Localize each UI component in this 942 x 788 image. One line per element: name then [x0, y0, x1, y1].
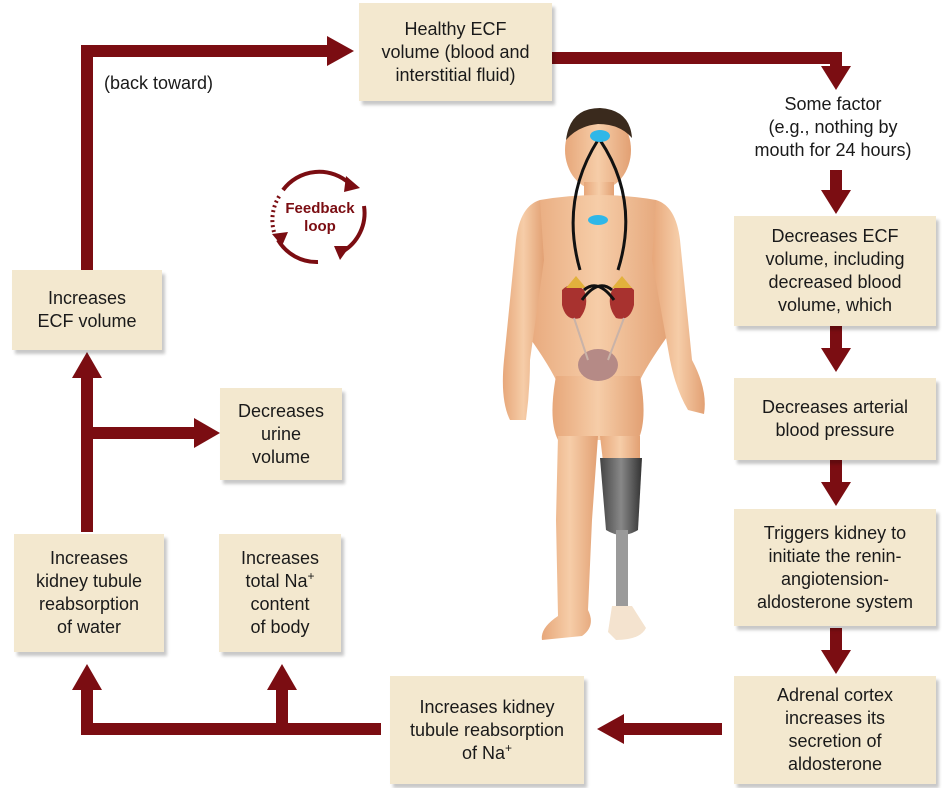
healthy-ecf-line-3: interstitial fluid)	[395, 64, 516, 85]
decreases-urine-line-2: urine	[260, 423, 301, 444]
decreases-arterial-box: Decreases arterial blood pressure	[734, 378, 936, 460]
decreases-ecf-box: Decreases ECF volume, including decrease…	[734, 216, 936, 326]
superscript-plus: +	[505, 740, 513, 755]
back-toward-label: (back toward)	[104, 73, 214, 93]
decreases-urine-line-3: volume	[251, 446, 310, 467]
decreases-urine-line-1: Decreases	[237, 400, 325, 421]
increases-total-na-box: Increases total Na+ content of body	[219, 534, 341, 652]
decreases-ecf-line-2: volume, including	[765, 249, 905, 269]
some-factor-line-2: (e.g., nothing by	[768, 117, 898, 137]
increases-water-reabsorption-box: Increases kidney tubule reabsorption of …	[14, 534, 164, 652]
total-na-line-1: Increases	[240, 548, 320, 568]
feedback-loop-line-2: loop	[304, 218, 336, 235]
decreases-urine-box: Decreases urine volume	[220, 388, 342, 480]
total-na-line-2: total Na+	[245, 569, 315, 591]
feedback-loop-label: Feedback loop	[280, 200, 360, 236]
arrow-top-right-horizontal	[552, 52, 842, 64]
increases-ecf-line-2: ECF volume	[37, 311, 137, 331]
healthy-ecf-line-1: Healthy ECF	[404, 18, 507, 39]
adrenal-cortex-line-4: aldosterone	[787, 754, 883, 774]
water-reabsorption-line-1: Increases	[49, 548, 129, 568]
adrenal-cortex-box: Adrenal cortex increases its secretion o…	[734, 676, 936, 784]
na-reabsorption-line-1: Increases kidney	[419, 696, 555, 717]
triggers-kidney-line-4: aldosterone system	[756, 591, 914, 612]
water-reabsorption-line-2: kidney tubule	[35, 571, 143, 591]
some-factor-line-1: Some factor	[784, 94, 882, 114]
total-na-line-3: content	[250, 594, 310, 614]
increases-ecf-line-1: Increases	[47, 288, 127, 308]
arrowhead-into-water-reabsorption	[72, 664, 102, 690]
na-reabsorption-line-2: tubule reabsorption	[409, 719, 565, 740]
water-reabsorption-line-3: reabsorption	[38, 594, 140, 614]
arrowhead-into-adrenal-cortex	[821, 650, 851, 674]
arrowhead-into-triggers-kidney	[821, 482, 851, 506]
water-reabsorption-line-4: of water	[56, 617, 121, 637]
healthy-ecf-box: Healthy ECF volume (blood and interstiti…	[359, 3, 552, 101]
adrenal-cortex-line-3: secretion of	[788, 731, 882, 751]
decreases-ecf-line-4: volume, which	[777, 295, 893, 315]
total-na-line-4: of body	[250, 617, 310, 637]
decreases-arterial-line-1: Decreases arterial	[761, 397, 909, 417]
arrowhead-into-na-reabsorption	[597, 714, 624, 744]
arrowhead-into-decreases-urine	[194, 418, 220, 448]
arrow-left-vertical-top	[81, 45, 93, 270]
superscript-plus: +	[307, 569, 315, 583]
decreases-ecf-line-3: decreased blood	[768, 272, 902, 292]
na-reabsorption-line-3: of Na+	[461, 740, 513, 763]
brain-marker	[590, 130, 610, 142]
arrowhead-into-some-factor	[821, 66, 851, 90]
some-factor-label: Some factor (e.g., nothing by mouth for …	[728, 93, 938, 162]
triggers-kidney-line-2: initiate the renin-	[768, 545, 902, 566]
arrowhead-into-decreases-ecf	[821, 190, 851, 214]
arrowhead-into-increases-ecf	[72, 352, 102, 378]
healthy-ecf-line-2: volume (blood and	[381, 41, 530, 62]
increases-na-reabsorption-box: Increases kidney tubule reabsorption of …	[390, 676, 584, 784]
feedback-loop-line-1: Feedback	[285, 200, 355, 217]
triggers-kidney-line-1: Triggers kidney to	[763, 522, 907, 543]
adrenal-cortex-line-2: increases its	[784, 708, 886, 728]
decreases-ecf-line-1: Decreases ECF	[771, 226, 899, 246]
human-body-illustration	[502, 108, 705, 640]
arrowhead-into-total-na	[267, 664, 297, 690]
arrow-bottom-horizontal	[81, 723, 381, 735]
decreases-arterial-line-2: blood pressure	[775, 420, 895, 440]
some-factor-line-3: mouth for 24 hours)	[754, 140, 912, 160]
pituitary-marker	[588, 215, 608, 225]
arrowhead-into-healthy-ecf	[327, 36, 354, 66]
adrenal-cortex-line-1: Adrenal cortex	[776, 685, 894, 705]
triggers-kidney-line-3: angiotension-	[780, 568, 890, 589]
triggers-kidney-box: Triggers kidney to initiate the renin- a…	[734, 509, 936, 626]
increases-ecf-box: Increases ECF volume	[12, 270, 162, 350]
arrow-top-horizontal	[81, 45, 331, 57]
arrowhead-into-decreases-arterial	[821, 348, 851, 372]
arrow-right-drop	[830, 52, 842, 66]
